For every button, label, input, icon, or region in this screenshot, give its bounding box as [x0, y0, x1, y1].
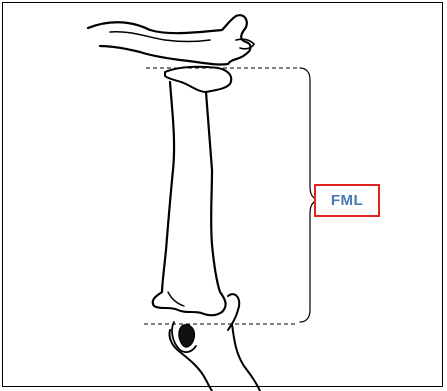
femur-head: [165, 67, 231, 92]
femur-shaft-right: [206, 92, 226, 312]
femur-right-condyle: [228, 294, 239, 330]
patella: [179, 325, 194, 347]
fml-label: FML: [331, 192, 363, 209]
femur-condyle-notch: [168, 292, 184, 306]
femur-shaft-left: [153, 82, 174, 306]
tibia-right: [232, 324, 260, 391]
femur-distal-end: [154, 306, 222, 315]
fml-label-box: FML: [314, 184, 380, 217]
